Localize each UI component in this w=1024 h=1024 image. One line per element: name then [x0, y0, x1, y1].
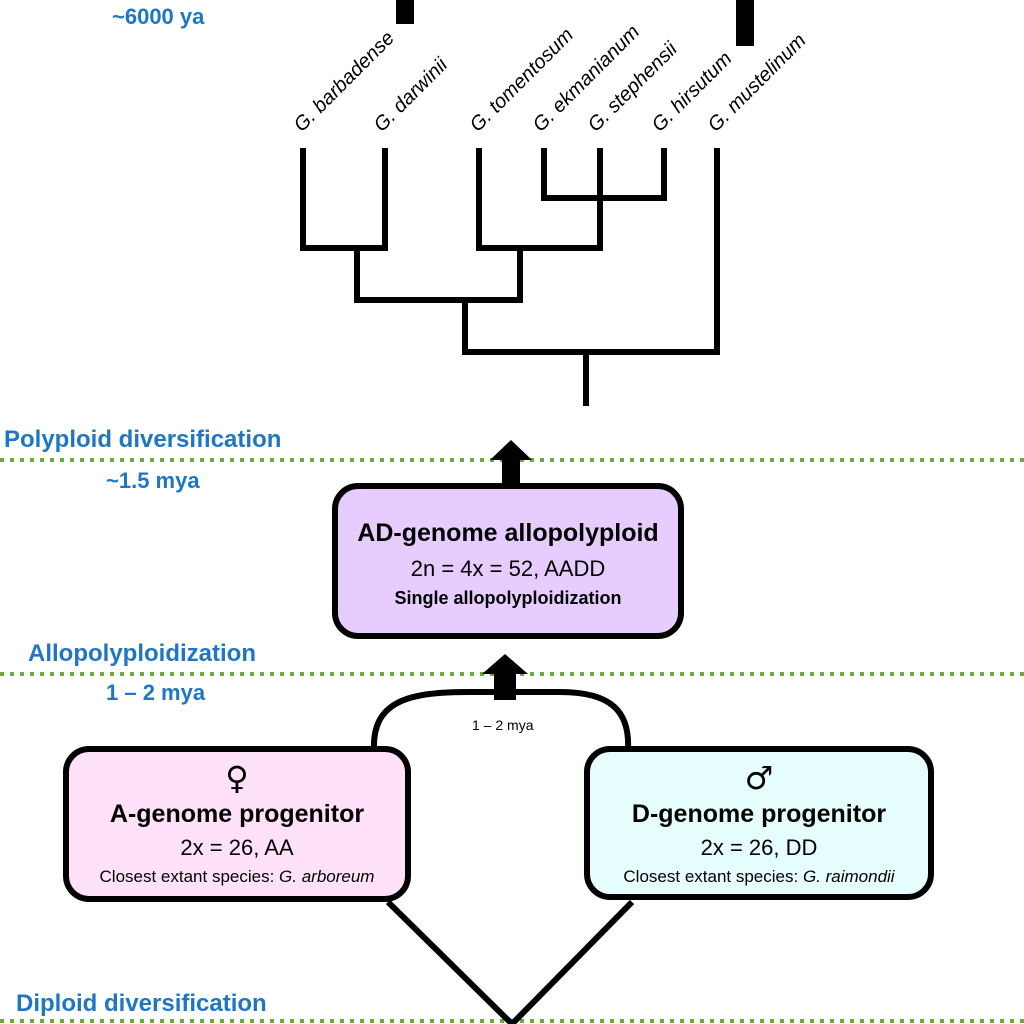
ad-box-ploidy: 2n = 4x = 52, AADD: [410, 556, 606, 581]
progenitor-merge-arc: [370, 689, 632, 751]
a-box-ploidy: 2x = 26, AA: [180, 835, 294, 860]
a-box-closest-species: G. arboreum: [279, 867, 375, 886]
female-symbol-icon: ♀: [225, 759, 249, 797]
time-domestication: ~6000 ya: [112, 4, 205, 29]
a-genome-box: ♀ A-genome progenitor 2x = 26, AA Closes…: [63, 746, 411, 902]
branch-ekmanianum-hirsutum: [541, 148, 667, 201]
domestication-bar-barbadense: [396, 0, 414, 24]
stage-allopolyploidization: Allopolyploidization: [28, 640, 256, 667]
a-box-closest: Closest extant species: G. arboreum: [69, 867, 405, 887]
branch-two-clades: [354, 248, 523, 303]
arrow-to-allopolyploid: [482, 654, 528, 700]
stage-polyploid-diversification: Polyploid diversification: [4, 426, 282, 453]
domestication-bar-hirsutum: [736, 0, 754, 46]
diploid-divergence-lines: [385, 899, 635, 1024]
d-box-title: D-genome progenitor: [631, 800, 887, 828]
ad-box-note: Single allopolyploidization: [394, 588, 622, 608]
d-genome-box: ♂ D-genome progenitor 2x = 26, DD Closes…: [584, 746, 934, 900]
ad-box-title: AD-genome allopolyploid: [357, 519, 659, 547]
branch-mustelinum: [462, 148, 720, 355]
d-box-closest-prefix: Closest extant species:: [623, 867, 803, 886]
branch-barbadense-darwinii: [300, 148, 388, 251]
d-box-closest: Closest extant species: G. raimondii: [590, 867, 928, 887]
time-polyploid: ~1.5 mya: [106, 468, 200, 493]
a-box-title: A-genome progenitor: [109, 800, 365, 828]
time-allopolyploid: 1 – 2 mya: [106, 680, 206, 705]
arrow-to-polyploid: [490, 440, 532, 486]
d-box-ploidy: 2x = 26, DD: [700, 835, 818, 860]
d-box-closest-species: G. raimondii: [802, 867, 895, 886]
stage-diploid-diversification: Diploid diversification: [16, 990, 267, 1017]
arrows: [482, 440, 532, 700]
phylogeny-tree: [300, 148, 720, 406]
arc-time-label: 1 – 2 mya: [472, 717, 534, 733]
a-box-closest-prefix: Closest extant species:: [99, 867, 280, 886]
male-symbol-icon: ♂: [744, 759, 774, 797]
branch-tomentosum-clade: [476, 148, 603, 251]
ad-genome-box: AD-genome allopolyploid 2n = 4x = 52, AA…: [332, 483, 684, 639]
